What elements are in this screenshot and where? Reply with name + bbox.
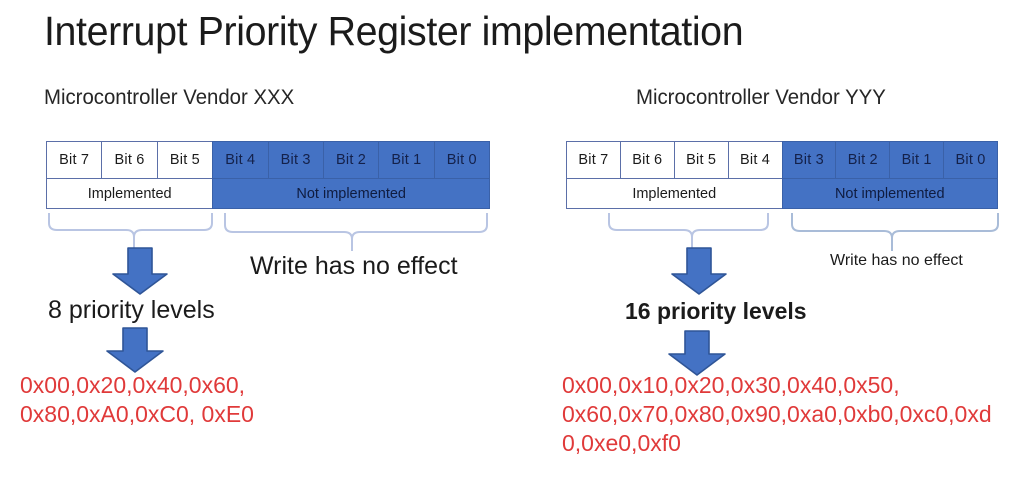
left-register-table: Bit 7 Bit 6 Bit 5 Bit 4 Bit 3 Bit 2 Bit … [46,141,490,209]
left-bit-cell-4: Bit 4 [212,141,268,179]
left-not-implemented-brace [224,213,488,251]
left-bit-cell-6: Bit 6 [101,141,157,179]
right-bit-cell-2: Bit 2 [835,141,890,179]
right-register-table: Bit 7 Bit 6 Bit 5 Bit 4 Bit 3 Bit 2 Bit … [566,141,998,209]
right-bit-cell-6: Bit 6 [619,141,674,179]
right-write-has-no-effect-label: Write has no effect [830,252,963,269]
right-bit-cell-7: Bit 7 [566,141,620,179]
right-bit-row: Bit 7 Bit 6 Bit 5 Bit 4 Bit 3 Bit 2 Bit … [566,141,998,179]
left-bit-row: Bit 7 Bit 6 Bit 5 Bit 4 Bit 3 Bit 2 Bit … [46,141,490,179]
left-bit-cell-1: Bit 1 [378,141,434,179]
right-implemented-label: Implemented [566,179,782,209]
left-write-has-no-effect-label: Write has no effect [250,252,458,280]
left-vendor-subtitle: Microcontroller Vendor XXX [44,86,295,109]
left-status-row: Implemented Not implemented [46,179,490,209]
left-bit-cell-5: Bit 5 [156,141,213,179]
right-arrow-to-hex-values [668,330,726,376]
right-not-implemented-label: Not implemented [781,179,998,209]
left-bit-cell-0: Bit 0 [433,141,490,179]
left-hex-values: 0x00,0x20,0x40,0x60, 0x80,0xA0,0xC0, 0xE… [20,372,254,427]
right-priority-levels-label: 16 priority levels [625,298,807,324]
left-implemented-brace [48,213,213,248]
left-bit-cell-7: Bit 7 [46,141,102,179]
right-implemented-brace [608,213,769,248]
right-hex-values: 0x00,0x10,0x20,0x30,0x40,0x50, 0x60,0x70… [562,372,992,456]
page-title: Interrupt Priority Register implementati… [44,8,744,54]
left-bit-cell-2: Bit 2 [322,141,379,179]
right-bit-cell-0: Bit 0 [943,141,998,179]
left-priority-levels-label: 8 priority levels [48,296,215,324]
right-bit-cell-3: Bit 3 [781,141,836,179]
right-status-row: Implemented Not implemented [566,179,998,209]
right-bit-cell-1: Bit 1 [889,141,944,179]
right-bit-cell-4: Bit 4 [727,141,782,179]
left-arrow-to-hex-values [106,327,164,373]
right-not-implemented-brace [791,213,999,251]
right-bit-cell-5: Bit 5 [673,141,728,179]
left-implemented-label: Implemented [46,179,213,209]
left-arrow-to-priority-levels [112,247,168,295]
right-vendor-subtitle: Microcontroller Vendor YYY [636,86,886,109]
right-arrow-to-priority-levels [671,247,727,295]
left-not-implemented-label: Not implemented [212,179,490,209]
left-bit-cell-3: Bit 3 [267,141,323,179]
